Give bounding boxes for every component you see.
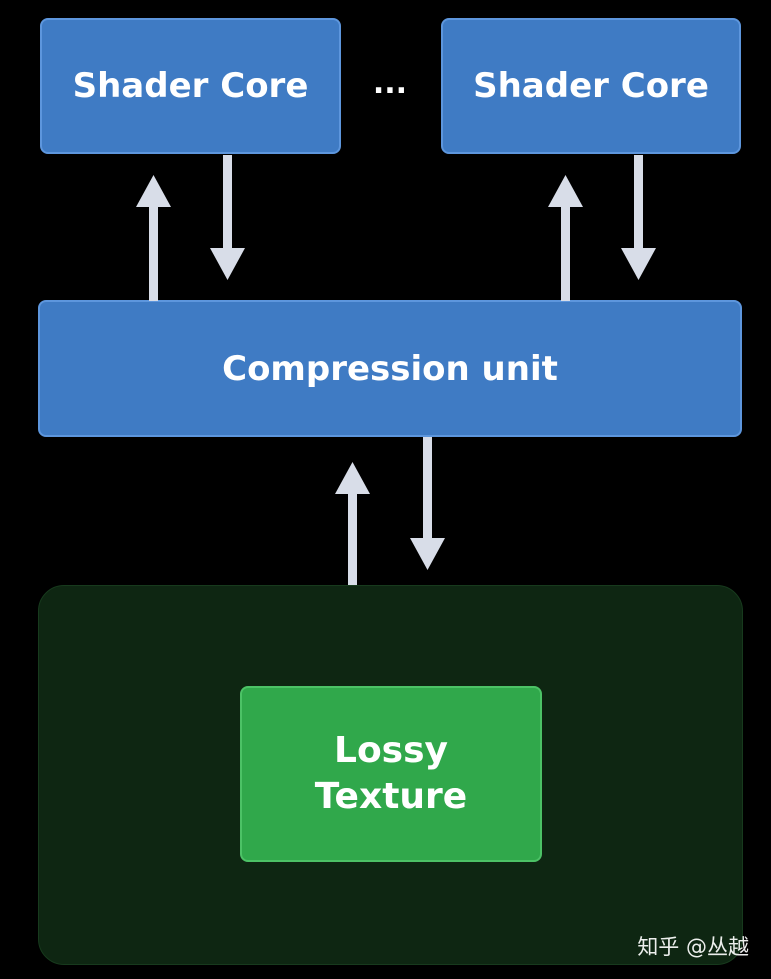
arrow-down-left-core (210, 155, 245, 280)
arrow-up-right-core (548, 175, 583, 301)
compression-unit-box: Compression unit (38, 300, 742, 437)
arrow-up-left-core (136, 175, 171, 301)
shader-core-left-label: Shader Core (72, 66, 309, 106)
shader-core-left-box: Shader Core (40, 18, 341, 154)
shader-core-right-box: Shader Core (441, 18, 741, 154)
arrow-down-right-core (621, 155, 656, 280)
watermark: 知乎 @丛越 (637, 935, 749, 959)
shader-core-right-label: Shader Core (473, 66, 709, 106)
lossy-texture-label-line2: Texture (314, 776, 468, 817)
lossy-texture-label-line1: Lossy (334, 730, 448, 771)
lossy-texture-box: Lossy Texture (240, 686, 542, 862)
ellipsis: ... (372, 66, 408, 101)
compression-unit-label: Compression unit (222, 348, 558, 389)
arrow-down-memory (410, 437, 445, 570)
arrow-up-memory (335, 462, 370, 585)
